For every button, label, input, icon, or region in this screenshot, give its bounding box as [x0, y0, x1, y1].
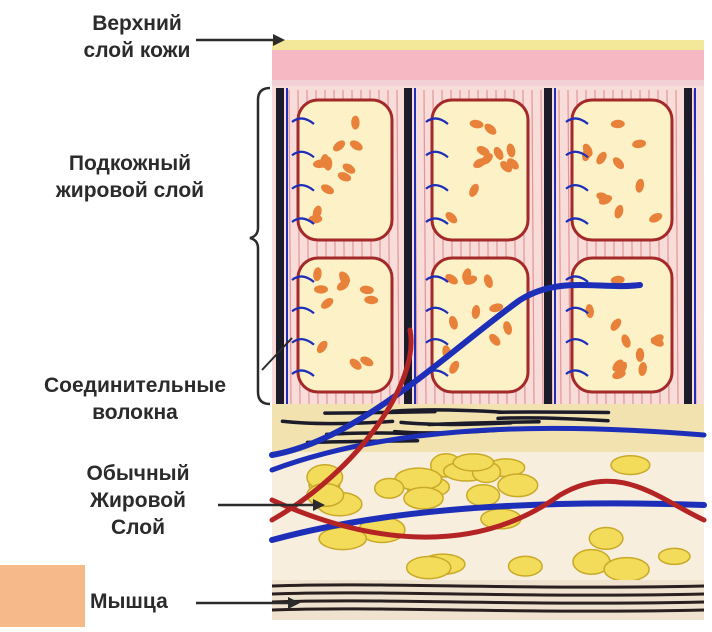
- fat-cell-r2-c2: [426, 258, 528, 392]
- fat-cell-r1-c3: [566, 100, 672, 240]
- fat-lobule: [453, 454, 493, 471]
- fat-cell-r2-c3: [566, 258, 672, 392]
- label-connective-fibers-line-1: Соединительные: [0, 372, 270, 399]
- fat-lobule: [611, 456, 650, 475]
- fat-lobule: [467, 485, 500, 506]
- label-regular-fat-line-1: Обычный: [48, 460, 228, 487]
- fat-lobule: [659, 548, 690, 564]
- connective-fiber: [325, 412, 435, 414]
- label-subcutaneous-fat-line-1: Подкожный: [20, 150, 240, 177]
- fat-lobule: [404, 487, 443, 509]
- subcutaneous-brace: [250, 88, 270, 404]
- fat-cell-r2-c1: [292, 258, 392, 392]
- skin-pink-layer: [272, 50, 704, 80]
- fat-droplet: [314, 285, 328, 293]
- septum-3: [544, 88, 552, 406]
- label-regular-fat: Обычный Жировой Слой: [48, 460, 228, 541]
- label-regular-fat-line-2: Жировой: [48, 487, 228, 514]
- fat-droplet: [636, 348, 644, 362]
- septum-4: [684, 88, 692, 406]
- label-subcutaneous-fat-line-2: жировой слой: [20, 177, 240, 204]
- fat-lobule: [604, 558, 649, 582]
- label-top-skin: Верхний слой кожи: [42, 10, 232, 64]
- septum-1: [276, 88, 284, 406]
- skin-top-layer: [272, 40, 704, 50]
- fat-cell-r1-c1: [292, 100, 392, 240]
- fat-droplet: [351, 116, 359, 130]
- corner-block: [0, 565, 85, 627]
- fat-lobule: [407, 557, 451, 579]
- label-top-skin-line-2: слой кожи: [42, 37, 232, 64]
- label-subcutaneous-fat: Подкожный жировой слой: [20, 150, 240, 204]
- fat-lobule: [375, 479, 404, 499]
- fat-lobule: [589, 528, 623, 550]
- fat-lobule: [509, 556, 543, 576]
- fat-cell-r1-c2: [426, 100, 528, 240]
- label-muscle: Мышца: [90, 588, 200, 615]
- fat-lobule: [498, 474, 538, 497]
- label-regular-fat-line-3: Слой: [48, 514, 228, 541]
- label-connective-fibers: Соединительные волокна: [0, 372, 270, 426]
- label-connective-fibers-line-2: волокна: [0, 399, 270, 426]
- label-top-skin-line-1: Верхний: [42, 10, 232, 37]
